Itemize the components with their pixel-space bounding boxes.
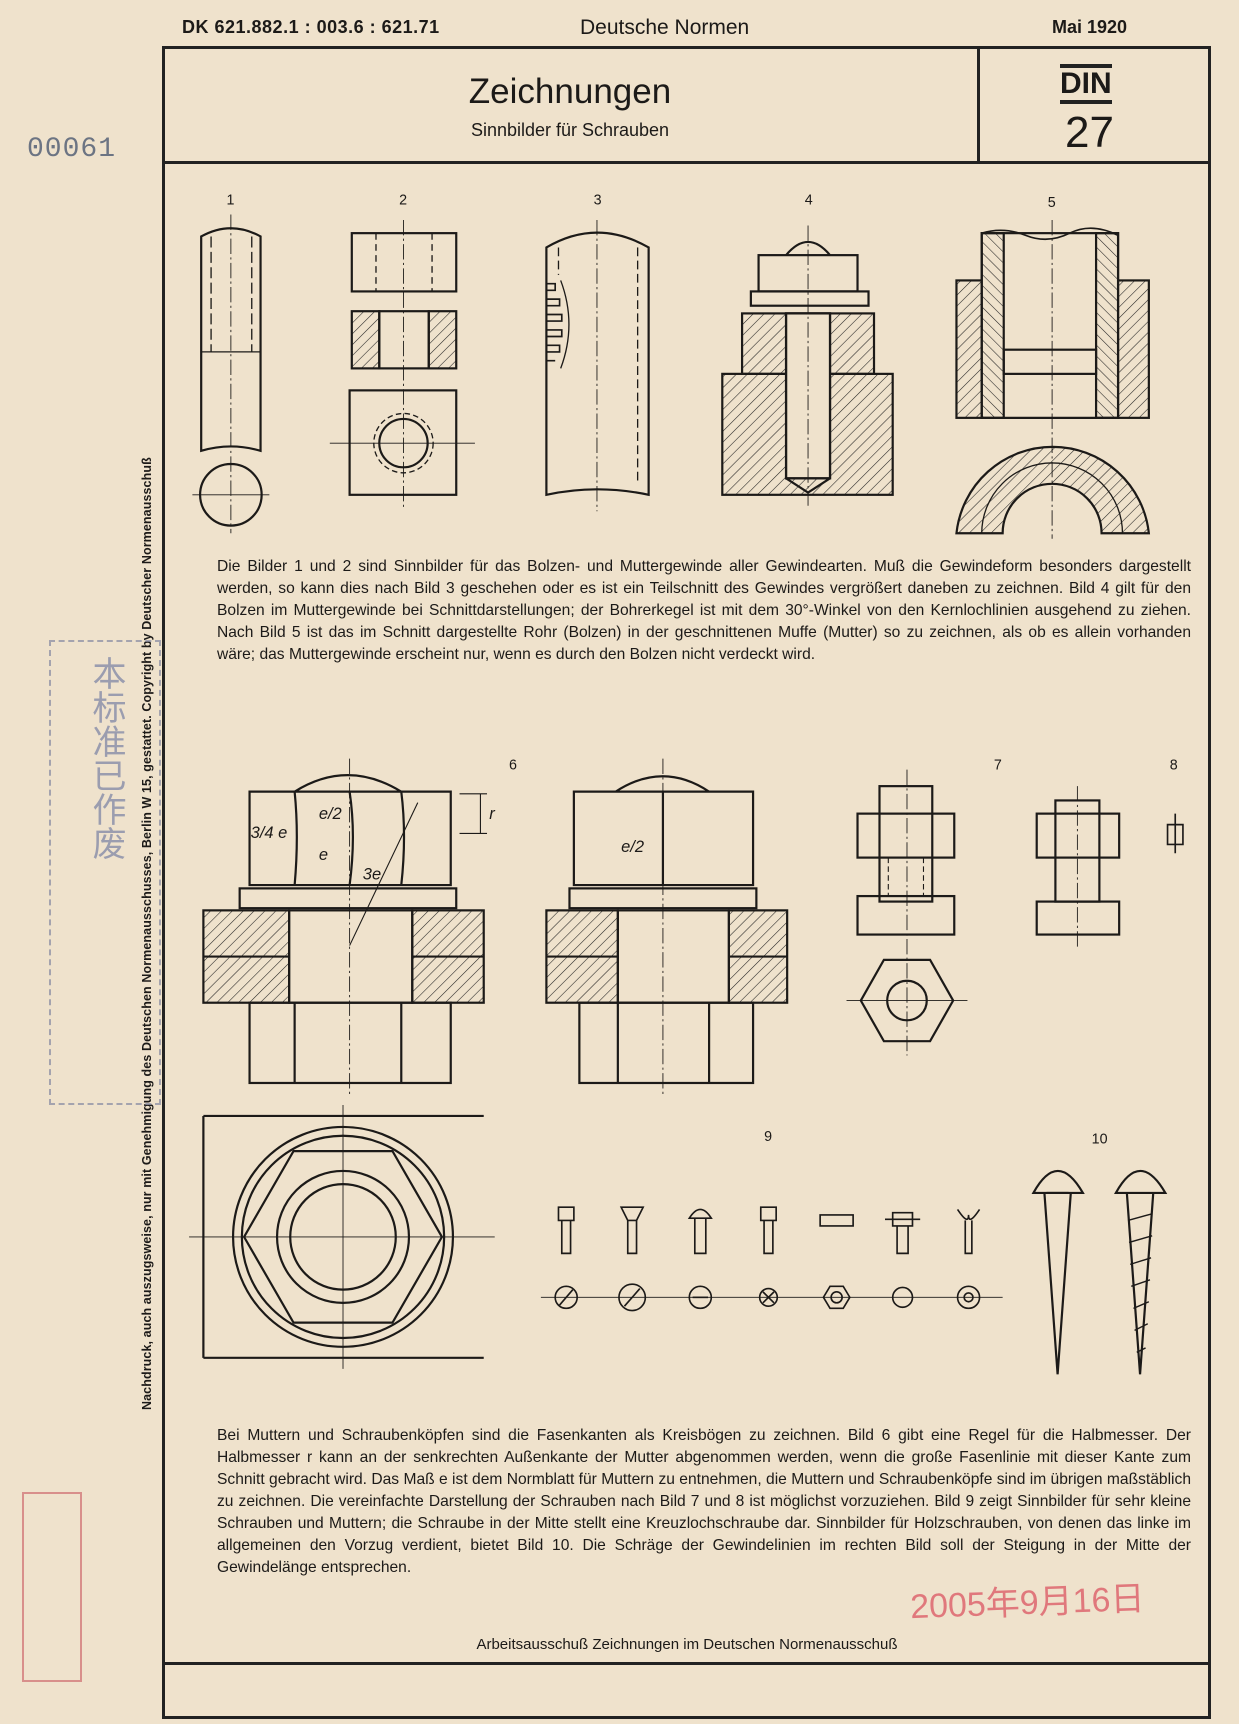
figure-9-small-screws	[540, 1206, 1003, 1312]
figure-4-bolt-in-thread	[721, 225, 894, 506]
figure-5-pipe-socket	[955, 219, 1151, 539]
figure-label-5: 5	[1048, 195, 1056, 211]
issue-date: Mai 1920	[1052, 17, 1128, 37]
page-frame	[162, 46, 1211, 1719]
dim-three-quarter-e: 3/4 e	[251, 824, 288, 842]
figure-label-3: 3	[594, 193, 602, 209]
library-stamp	[22, 1492, 82, 1682]
figure-8-simplified-screw	[1035, 786, 1184, 948]
committee-footer: Arbeitsausschuß Zeichnungen im Deutschen…	[476, 1636, 898, 1653]
description-paragraph-1: Die Bilder 1 und 2 sind Sinnbilder für d…	[217, 558, 1191, 663]
classification-number: DK 621.882.1 : 003.6 : 621.71	[182, 17, 440, 37]
figure-label-7: 7	[994, 758, 1002, 774]
series-name: Deutsche Normen	[580, 16, 750, 39]
figure-6-nut-with-dimensions: 3/4 e e/2 e r 3e	[202, 758, 496, 1094]
dim-e: e	[319, 846, 328, 864]
figure-3-thread-form	[545, 219, 650, 512]
figure-1-bolt	[192, 214, 270, 534]
page-subtitle: Sinnbilder für Schrauben	[470, 120, 670, 140]
figure-10-wood-screws	[1031, 1169, 1168, 1375]
din-number: 27	[1065, 108, 1114, 157]
dim-half-e: e/2	[319, 805, 342, 823]
figure-label-8: 8	[1170, 758, 1178, 774]
figure-label-9: 9	[764, 1129, 772, 1145]
figure-6-top-view	[189, 1104, 495, 1369]
figure-label-6: 6	[509, 758, 517, 774]
figure-label-2: 2	[399, 193, 407, 209]
din-label: DIN	[1060, 64, 1112, 104]
description-paragraph-2: Bei Muttern und Schraubenköpfen sind die…	[217, 1427, 1191, 1576]
withdrawn-stamp: 本标准已作废	[49, 640, 161, 1105]
footer-divider	[162, 1662, 1211, 1665]
dim-r: r	[489, 805, 496, 823]
page-title: Zeichnungen	[468, 72, 672, 111]
dim-3e: 3e	[363, 866, 381, 884]
figure-label-4: 4	[805, 193, 813, 209]
archive-number-stamp: 00061	[27, 134, 117, 165]
figure-6-nut-side-view: e/2	[545, 758, 789, 1094]
figure-label-1: 1	[226, 193, 234, 209]
date-stamp: 2005年9月16日	[909, 1579, 1146, 1627]
figure-7-simplified-screw	[846, 769, 968, 1056]
din-column-divider	[977, 46, 980, 163]
figure-label-10: 10	[1092, 1131, 1108, 1147]
dim-half-e-right: e/2	[621, 838, 644, 856]
header-divider	[162, 161, 1211, 164]
figure-2-nut	[329, 219, 475, 508]
